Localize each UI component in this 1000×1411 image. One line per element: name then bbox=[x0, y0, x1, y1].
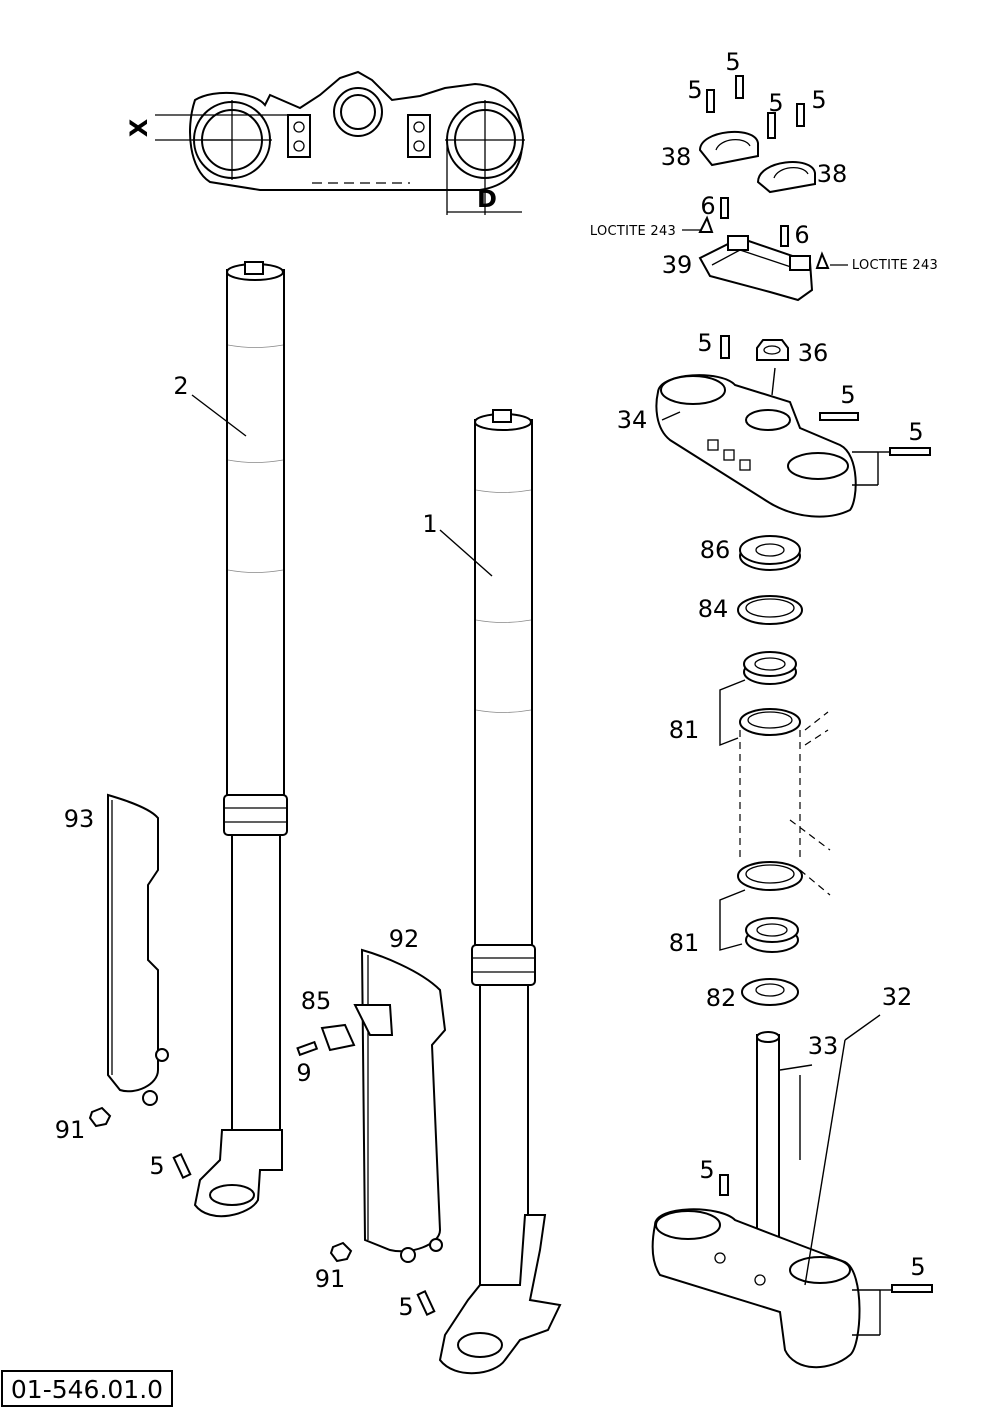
label-6-right: 6 bbox=[794, 221, 809, 249]
label-81-lower: 81 bbox=[669, 929, 700, 957]
label-91-left: 91 bbox=[55, 1116, 86, 1144]
fork-guard-92 bbox=[296, 948, 447, 1263]
figure-id-box: 01-546.01.0 bbox=[1, 1370, 173, 1407]
label-34: 34 bbox=[617, 406, 648, 434]
fork-leg-1 bbox=[416, 409, 562, 1375]
fork-leg-2 bbox=[172, 261, 288, 1218]
label-5-fork-left: 5 bbox=[149, 1152, 164, 1180]
label-5-left: 5 bbox=[687, 76, 702, 104]
label-38-left: 38 bbox=[661, 143, 692, 171]
label-84: 84 bbox=[698, 595, 729, 623]
part-number-labels: 5 5 5 5 38 38 6 6 LOCTITE 243 LOCTITE 24… bbox=[55, 48, 938, 1321]
label-1: 1 bbox=[422, 510, 437, 538]
label-9: 9 bbox=[296, 1059, 311, 1087]
label-91-right: 91 bbox=[315, 1265, 346, 1293]
label-82: 82 bbox=[706, 984, 737, 1012]
handlebar-clamp-parts bbox=[682, 75, 848, 302]
note-loctite-right: LOCTITE 243 bbox=[852, 258, 938, 273]
note-loctite-left: LOCTITE 243 bbox=[590, 224, 676, 239]
label-39: 39 bbox=[662, 251, 693, 279]
label-5-side: 5 bbox=[840, 381, 855, 409]
label-32: 32 bbox=[882, 983, 913, 1011]
upper-triple-clamp bbox=[655, 335, 931, 518]
label-36: 36 bbox=[798, 339, 829, 367]
label-5-clamp: 5 bbox=[697, 329, 712, 357]
dimension-x-label: X bbox=[125, 118, 153, 137]
leader-lines bbox=[191, 367, 881, 1286]
label-5-fork-right: 5 bbox=[398, 1293, 413, 1321]
label-5-right-1: 5 bbox=[768, 89, 783, 117]
label-93: 93 bbox=[64, 805, 95, 833]
label-5-top: 5 bbox=[725, 48, 740, 76]
dimension-d-label: D bbox=[477, 185, 497, 213]
label-33: 33 bbox=[808, 1032, 839, 1060]
fork-guard-93 bbox=[88, 793, 169, 1128]
label-86: 86 bbox=[700, 536, 731, 564]
figure-id: 01-546.01.0 bbox=[11, 1375, 163, 1404]
label-5-right: 5 bbox=[908, 418, 923, 446]
lower-triple-clamp bbox=[651, 1031, 933, 1369]
label-5-lower-clamp: 5 bbox=[699, 1156, 714, 1184]
label-38-right: 38 bbox=[817, 160, 848, 188]
label-6-left: 6 bbox=[700, 192, 715, 220]
label-2: 2 bbox=[173, 372, 188, 400]
label-81-upper: 81 bbox=[669, 716, 700, 744]
label-85: 85 bbox=[301, 987, 332, 1015]
steering-bearings bbox=[719, 535, 831, 1006]
label-92: 92 bbox=[389, 925, 420, 953]
label-5-right-2: 5 bbox=[811, 86, 826, 114]
triple-clamp-top-view bbox=[155, 70, 525, 215]
label-5-lower-right: 5 bbox=[910, 1253, 925, 1281]
